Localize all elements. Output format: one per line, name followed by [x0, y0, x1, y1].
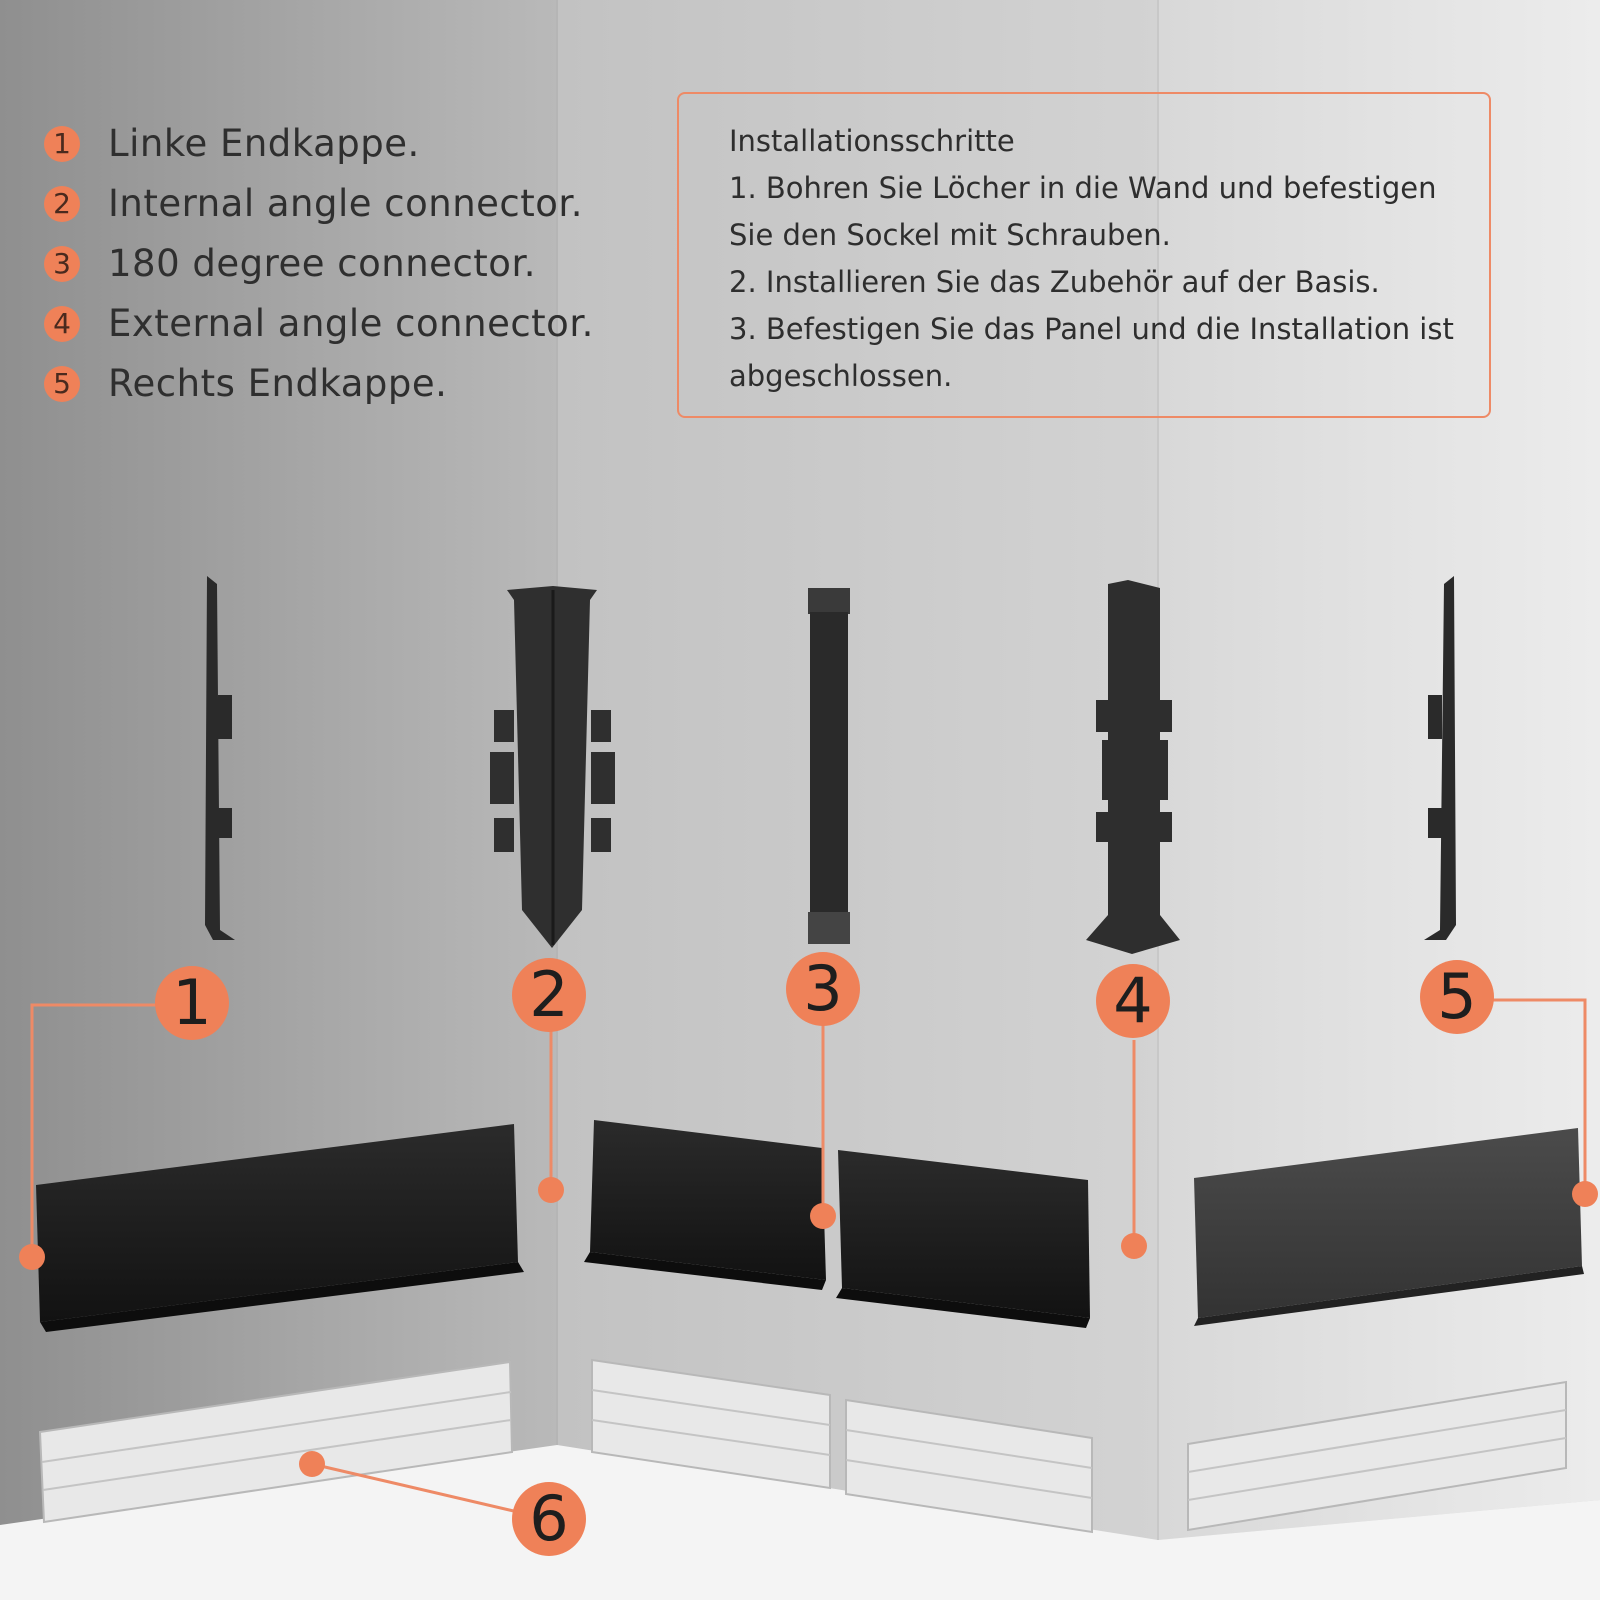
internal-angle-connector-part	[490, 586, 615, 948]
mounting-clip-right	[1187, 1380, 1567, 1532]
legend-item: 2 Internal angle connector.	[40, 180, 582, 240]
legend-label: 180 degree connector.	[108, 242, 537, 285]
installation-steps-box: Installationsschritte 1. Bohren Sie Löch…	[677, 92, 1491, 418]
panel-middle-right	[836, 1150, 1090, 1328]
external-angle-connector-part	[1086, 580, 1180, 954]
callout-badge-1: 1	[155, 966, 229, 1040]
mounting-clip-middle-left	[591, 1358, 831, 1490]
legend-item: 5 Rechts Endkappe.	[40, 360, 560, 420]
callout-badge-5: 5	[1420, 960, 1494, 1034]
legend-label: Internal angle connector.	[108, 182, 583, 225]
left-wall	[0, 0, 557, 1600]
panel-right	[1194, 1128, 1584, 1326]
anchor-dots	[19, 1177, 1598, 1477]
callout-badge-3: 3	[786, 952, 860, 1026]
legend-label: External angle connector.	[108, 302, 594, 345]
installation-line: Sie den Sockel mit Schrauben.	[729, 218, 1171, 252]
callout-badge-6: 6	[512, 1482, 586, 1556]
mounting-clip-left	[38, 1360, 514, 1524]
installation-line: abgeschlossen.	[729, 359, 953, 393]
callout-badge-2: 2	[512, 958, 586, 1032]
panel-middle-left	[584, 1120, 826, 1290]
legend-number-badge: 2	[44, 186, 80, 222]
legend-label: Rechts Endkappe.	[108, 362, 448, 405]
panel-left	[36, 1124, 524, 1332]
parts-legend: 1 Linke Endkappe. 2 Internal angle conne…	[40, 120, 593, 420]
installation-line: 3. Befestigen Sie das Panel und die Inst…	[729, 312, 1454, 346]
installation-title: Installationsschritte	[729, 124, 1015, 158]
right-end-cap-part	[1424, 576, 1456, 940]
legend-item: 1 Linke Endkappe.	[40, 120, 560, 180]
legend-number-badge: 5	[44, 366, 80, 402]
leader-lines	[30, 998, 1587, 1514]
legend-label: Linke Endkappe.	[108, 122, 420, 165]
left-end-cap-part	[205, 576, 235, 940]
callout-badge-4: 4	[1096, 964, 1170, 1038]
180-degree-connector-part	[808, 588, 850, 944]
installation-line: 2. Installieren Sie das Zubehör auf der …	[729, 265, 1380, 299]
legend-number-badge: 3	[44, 246, 80, 282]
installation-line: 1. Bohren Sie Löcher in die Wand und bef…	[729, 171, 1437, 205]
legend-number-badge: 4	[44, 306, 80, 342]
mounting-clip-middle-right	[845, 1398, 1093, 1534]
legend-number-badge: 1	[44, 126, 80, 162]
legend-item: 3 180 degree connector.	[40, 240, 560, 300]
legend-item: 4 External angle connector.	[40, 300, 593, 360]
